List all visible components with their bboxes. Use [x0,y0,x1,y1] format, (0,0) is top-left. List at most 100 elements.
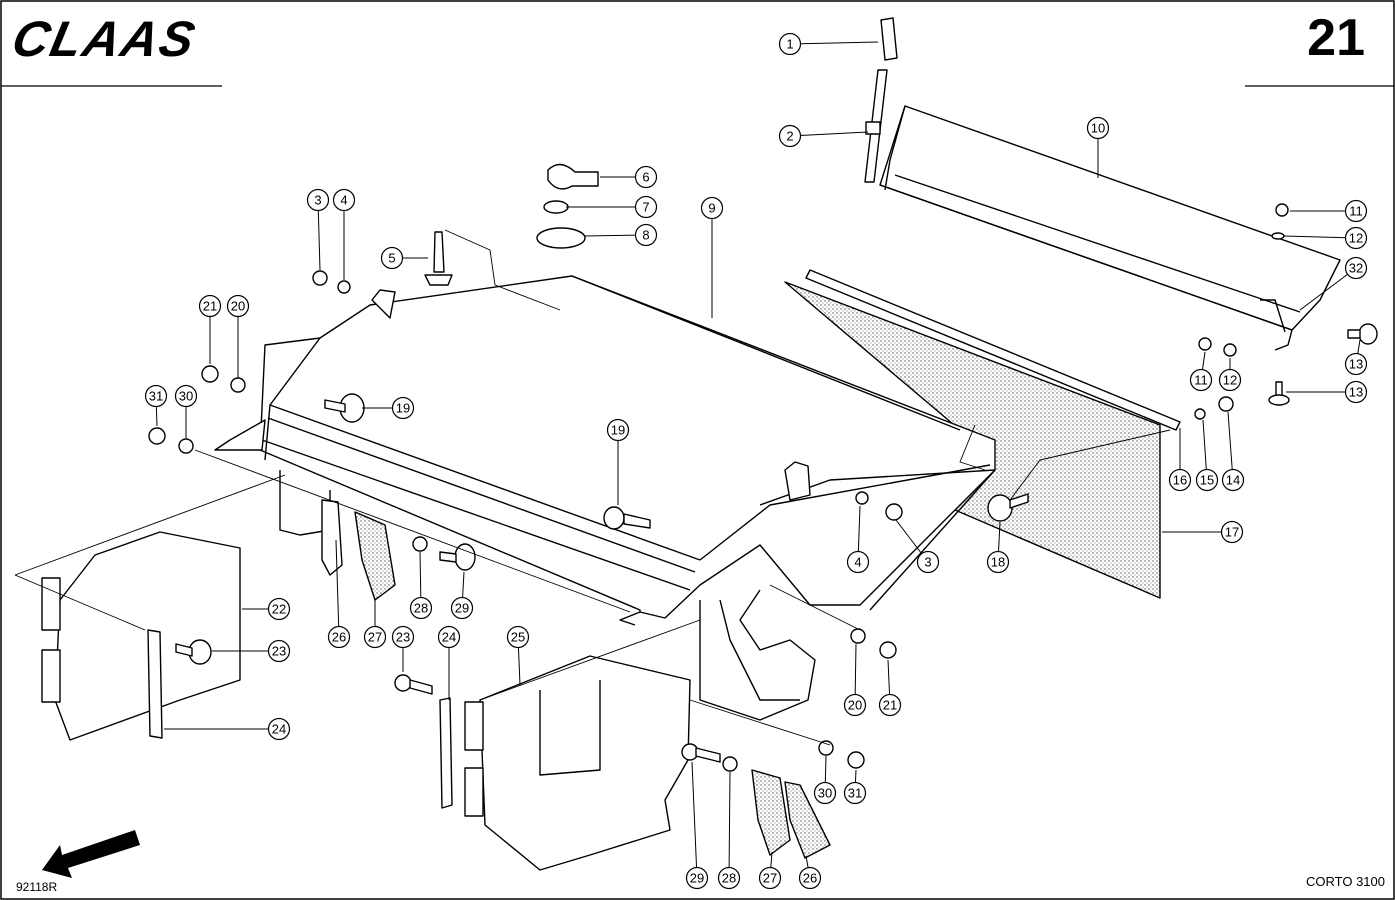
left-brackets [321,499,396,601]
callout-label: 26 [332,630,346,645]
callout-leader [335,539,340,638]
callout-circle [1220,520,1244,544]
callout-label: 29 [455,601,469,616]
callout-label: 14 [1226,473,1240,488]
callout-label: 19 [611,423,625,438]
callout-label: 19 [396,401,410,416]
callout-label: 30 [179,389,193,404]
callout-circle [506,625,530,649]
callout-label: 16 [1173,473,1187,488]
callout-label: 24 [442,630,456,645]
main-housing [214,275,996,721]
callout-circle [700,196,724,220]
callout-circle [1195,468,1219,492]
callout-label: 4 [854,555,861,570]
callout-circle [916,550,940,574]
right-brackets [751,769,831,859]
callout-leader [1299,267,1357,311]
callout-label: 32 [1349,261,1363,276]
callout-circle [758,866,782,890]
callout-circle [1221,468,1245,492]
callout-circle [778,124,802,148]
callout-circle [717,866,741,890]
callout-leader [728,771,731,879]
drawing-id: 92118R [16,880,58,894]
callout-leader [789,41,879,45]
callout-circle [986,550,1010,574]
callout-label: 28 [414,601,428,616]
callout-label: 25 [511,630,525,645]
callout-circle [267,597,291,621]
callout-label: 31 [848,786,862,801]
callout-label: 1 [786,37,793,52]
callout-label: 9 [708,201,715,216]
assembly-lines [14,229,1171,746]
callout-label: 11 [1194,373,1208,388]
callout-label: 3 [314,193,321,208]
page-number: 21 [1307,9,1365,67]
callout-circle [1344,256,1368,280]
callout-leader [1227,411,1234,481]
callout-circle [144,384,168,408]
callout-leader [317,199,321,271]
callout-circle [391,396,415,420]
callout-label: 20 [848,698,862,713]
rod-assembly [864,17,898,183]
callout-label: 5 [388,251,395,266]
callout-circle [380,246,404,270]
callout-label: 26 [803,871,817,886]
model-name: CORTO 3100 [1305,874,1385,889]
callout-circle [306,188,330,212]
callout-circle [685,866,709,890]
direction-arrow-icon [42,830,140,878]
callout-circle [634,165,658,189]
callout-label: 12 [1223,373,1237,388]
callout-circle [1168,468,1192,492]
callout-circle [846,550,870,574]
callout-circle [332,188,356,212]
callout-circle [450,596,474,620]
callout-circle [878,693,902,717]
callout-label: 8 [642,228,649,243]
callout-label: 11 [1349,204,1363,219]
callout-label: 31 [149,389,163,404]
callout-circle [437,625,461,649]
callout-circle [1086,116,1110,140]
callout-label: 13 [1349,357,1363,372]
callout-label: 23 [396,630,410,645]
callout-label: 21 [203,299,217,314]
callout-circle [1218,368,1242,392]
callout-label: 12 [1349,231,1363,246]
callout-circle [606,418,630,442]
callout-label: 21 [883,698,897,713]
callout-label: 18 [991,555,1005,570]
callout-label: 29 [690,871,704,886]
callout-circle [1344,226,1368,250]
callout-circle [267,717,291,741]
callout-leader [691,761,698,879]
callout-label: 13 [1349,385,1363,400]
fasteners [148,163,1378,772]
callout-circle [391,625,415,649]
right-side-panel [439,655,691,871]
callout-circle [1344,199,1368,223]
callout-label: 22 [272,602,286,617]
callout-circle [409,596,433,620]
cover-plate [879,105,1341,351]
callout-circle [778,32,802,56]
callout-circle [267,639,291,663]
callout-label: 6 [642,170,649,185]
callout-circle [363,625,387,649]
callout-circle [843,781,867,805]
callout-leader [1283,235,1357,239]
callout-label: 17 [1225,525,1239,540]
left-side-panel [41,531,241,741]
callout-circle [1189,368,1213,392]
callout-label: 4 [340,193,347,208]
callout-leader [789,131,869,137]
callout-label: 27 [763,871,777,886]
callout-label: 28 [722,871,736,886]
callout-circle [1344,380,1368,404]
